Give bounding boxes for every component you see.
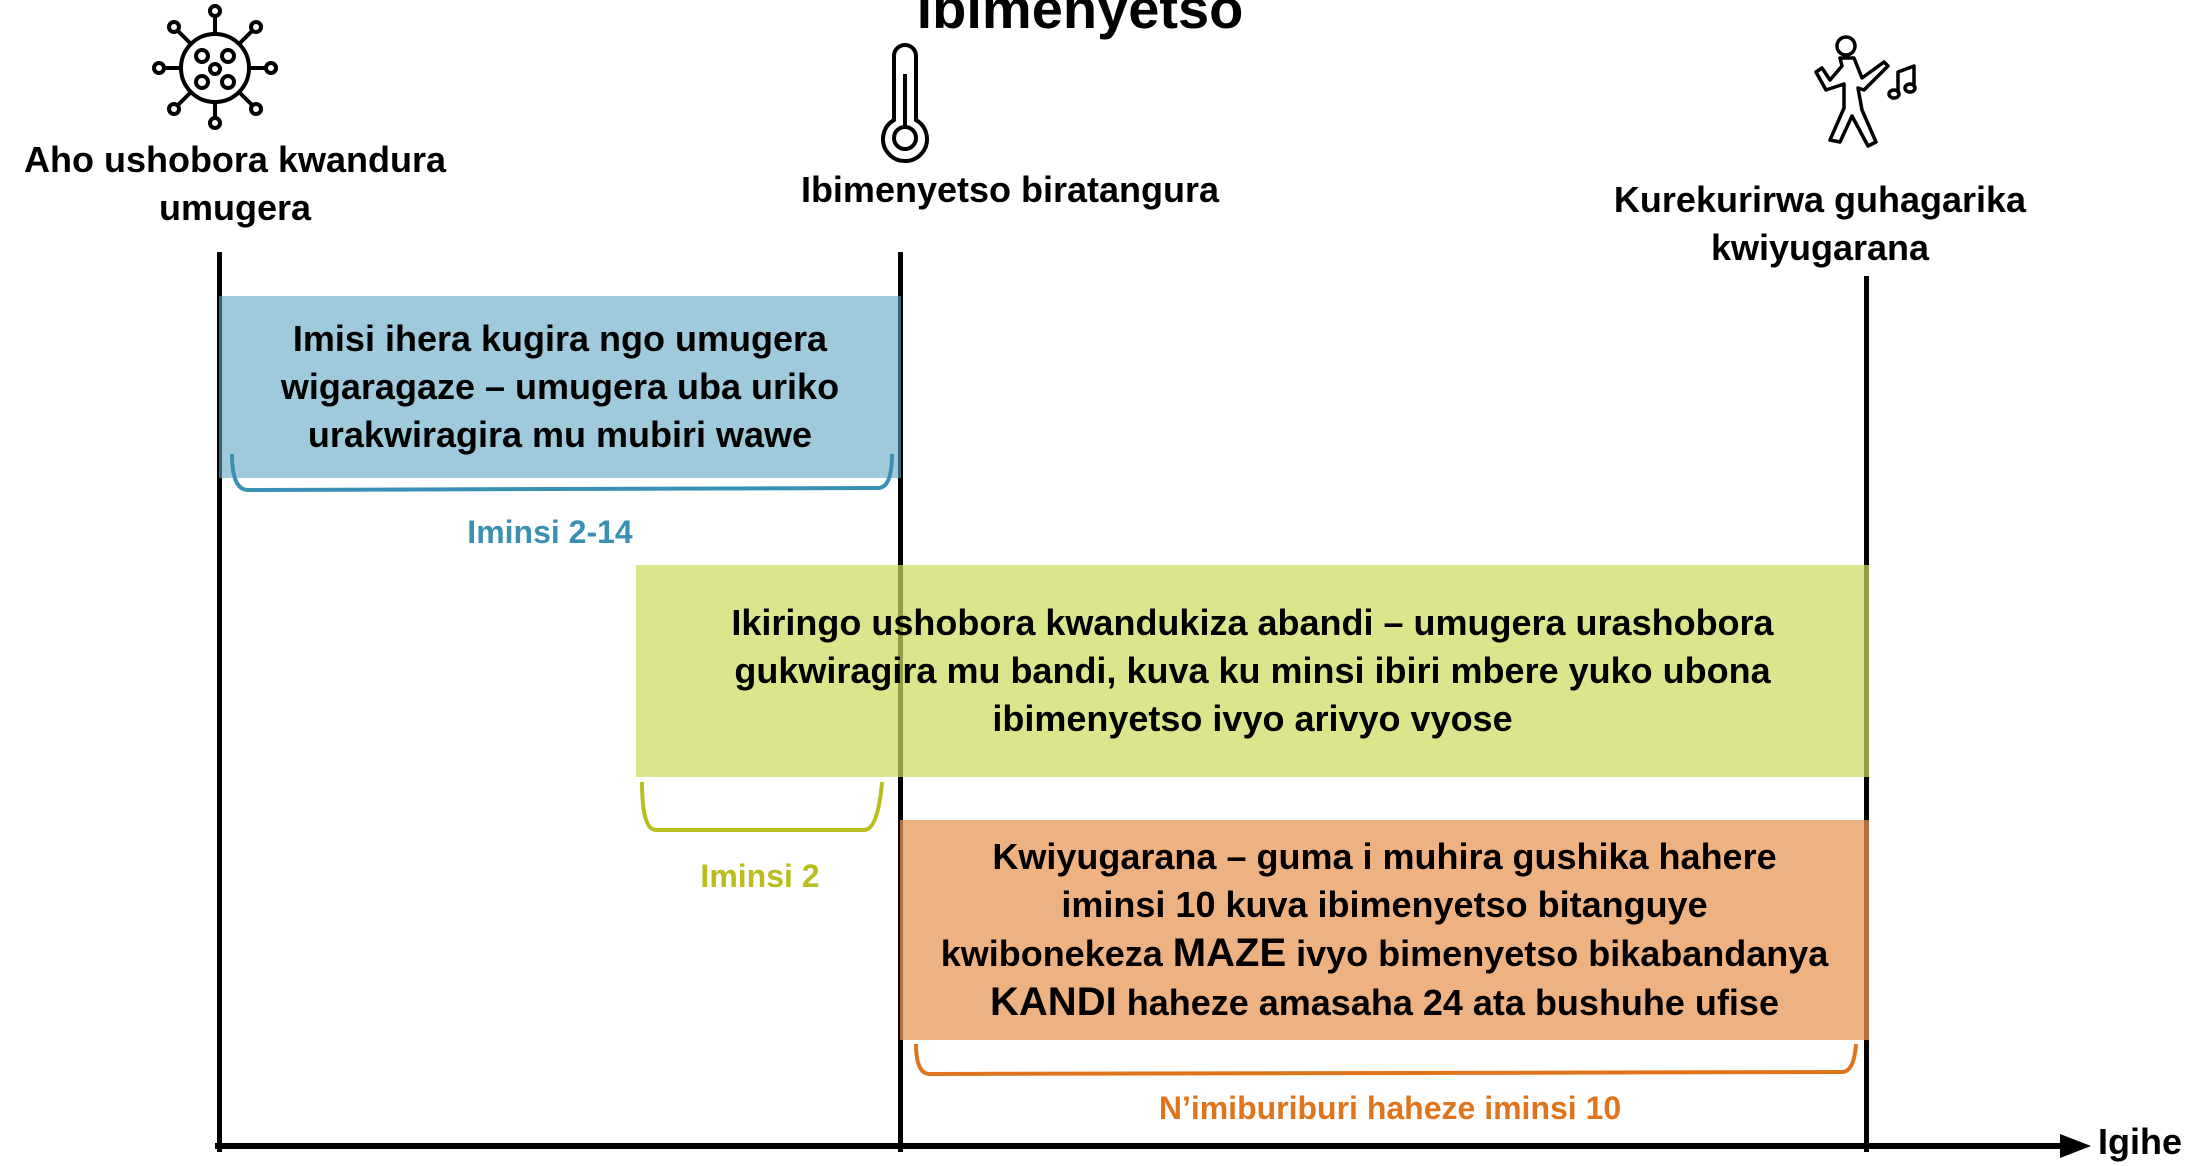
emphasis-maze: MAZE <box>1172 931 1287 975</box>
milestone-label-infection: Aho ushobora kwandura umugera <box>23 139 447 228</box>
contagious-period-box: Ikiringo ushobora kwandukiza abandi – um… <box>636 565 1869 777</box>
dancing-person-icon <box>1814 35 1917 148</box>
diagram-title: ibimenyetso <box>916 0 1244 40</box>
contagious-bracket <box>640 781 884 832</box>
thermometer-icon <box>881 43 929 164</box>
milestone-label-release: Kurekurirwa guhagarika kwiyugarana <box>1613 179 2027 268</box>
isolation-duration-label: N’imiburiburi haheze iminsi 10 <box>1158 1090 1622 1126</box>
isolation-period-box: Kwiyugarana – guma i muhira gushika hahe… <box>900 820 1869 1040</box>
time-axis-label: Igihe <box>2098 1121 2183 1162</box>
contagious-duration-label: Iminsi 2 <box>700 858 820 894</box>
time-axis <box>215 1134 2091 1158</box>
emphasis-kandi: KANDI <box>990 980 1117 1024</box>
virus-icon <box>152 4 278 130</box>
incubation-period-box: Imisi ihera kugira ngo umugera wigaragaz… <box>219 296 901 478</box>
incubation-bracket <box>230 453 894 493</box>
isolation-bracket <box>914 1043 1858 1077</box>
incubation-duration-label: Iminsi 2-14 <box>467 514 633 550</box>
milestone-line-infection <box>217 252 222 1152</box>
milestone-label-symptoms-start: Ibimenyetso biratangura <box>800 169 1220 210</box>
